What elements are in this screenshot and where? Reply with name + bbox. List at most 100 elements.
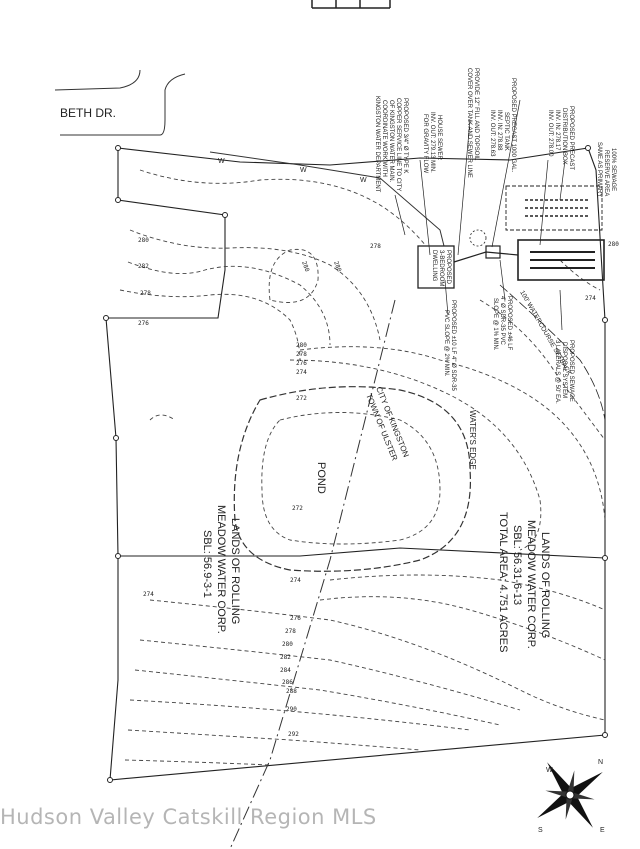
dwelling-line2: 3-BEDROOM [438,250,444,286]
svg-text:276: 276 [138,320,149,327]
svg-text:3 LATERALS @ 50' EA.: 3 LATERALS @ 50' EA. [554,340,560,404]
watercourse-setback-line [499,284,606,421]
svg-text:278: 278 [296,351,307,358]
pond-label: POND [315,462,327,494]
svg-text:280: 280 [296,342,307,349]
dwelling-line3: DWELLING [431,250,437,282]
compass-east: E [600,827,605,834]
svg-text:274: 274 [585,295,596,302]
svg-text:276: 276 [296,360,307,367]
svg-text:LANDS OF ROLLING: LANDS OF ROLLING [539,532,551,638]
scale-bar [311,0,391,9]
compass-west: W [546,767,553,774]
svg-text:TOTAL AREA: 4.751 ACRES: TOTAL AREA: 4.751 ACRES [497,512,509,652]
svg-text:LANDS OF ROLLING: LANDS OF ROLLING [229,518,241,624]
svg-text:HOUSE SEWER: HOUSE SEWER [436,115,442,161]
svg-text:280: 280 [138,237,149,244]
note-house-sewer: HOUSE SEWER INV. OUT: 279.13 MIN. FOR GR… [422,112,442,173]
watercourse-setback-label: 100' WATERCOURSE SETBACK [518,290,573,378]
water-service-line [209,151,446,251]
svg-text:PROPOSED ±10 LF 4" Ø SDR-35: PROPOSED ±10 LF 4" Ø SDR-35 [450,300,456,391]
svg-text:RESERVE AREA: RESERVE AREA [603,150,609,196]
street-label: BETH DR. [60,106,116,120]
contour-lines [119,169,606,766]
svg-text:OF KINGSTON WATER MAIN.: OF KINGSTON WATER MAIN. [388,100,394,183]
compass-rose [537,762,603,828]
svg-text:INV. OUT: 278.63: INV. OUT: 278.63 [489,110,495,157]
svg-text:272: 272 [296,395,307,402]
svg-text:SLOPE @ 1% MIN.: SLOPE @ 1% MIN. [492,298,498,351]
svg-text:274: 274 [143,591,154,598]
compass-south: S [538,827,543,834]
svg-text:FOR GRAVITY FLOW: FOR GRAVITY FLOW [422,114,428,173]
property-corners [103,145,608,783]
parcel-left-label: LANDS OF ROLLING MEADOW WATER CORP. SBL:… [201,505,241,634]
contour-labels: 278 280 280 280 282 278 276 280 278 276 … [138,237,619,738]
svg-text:MEADOW WATER CORP.: MEADOW WATER CORP. [525,520,537,649]
svg-text:278: 278 [140,290,151,297]
note-fill: PROVIDE 12" FILL AND TOPSOIL COVER OVER … [466,68,479,178]
note-leaders [394,99,566,331]
svg-text:282: 282 [138,263,149,270]
parcel-right-label: LANDS OF ROLLING MEADOW WATER CORP. SBL:… [497,512,551,652]
note-water-service: PROPOSED 3/4" Ø TYPE K COPPER SERVICE LI… [374,96,408,193]
svg-text:COPPER SERVICE LINE TO CITY: COPPER SERVICE LINE TO CITY [395,98,401,191]
svg-text:PROPOSED PRECAST 1000 GAL.: PROPOSED PRECAST 1000 GAL. [510,78,516,173]
note-distribution: PROPOSED PRECAST DISTRIBUTION BOX INV. I… [547,106,574,170]
svg-text:COVER OVER TANK AND SEWER LINE: COVER OVER TANK AND SEWER LINE [466,68,472,178]
svg-text:282: 282 [280,654,291,661]
svg-text:4" Ø SDR-35 PVC: 4" Ø SDR-35 PVC [499,296,505,345]
svg-text:276: 276 [290,615,301,622]
svg-text:PROVIDE 12" FILL AND TOPSOIL: PROVIDE 12" FILL AND TOPSOIL [473,68,479,161]
svg-text:PROPOSED SEWAGE: PROPOSED SEWAGE [568,340,574,402]
svg-text:PROPOSED ±46 LF: PROPOSED ±46 LF [506,296,512,351]
svg-text:INV. OUT: 278.00: INV. OUT: 278.00 [547,110,553,157]
septic-system [453,185,605,281]
water-line-symbol: W [218,158,225,165]
svg-text:280: 280 [300,260,310,273]
svg-text:SEPTIC TANK: SEPTIC TANK [503,112,509,151]
svg-text:280: 280 [332,260,342,273]
svg-text:278: 278 [285,628,296,635]
property-boundary [105,147,606,781]
svg-text:278: 278 [370,243,381,250]
svg-text:286: 286 [282,679,293,686]
note-septic: PROPOSED PRECAST 1000 GAL. SEPTIC TANK I… [489,78,516,173]
svg-text:DISTRIBUTION BOX: DISTRIBUTION BOX [561,108,567,165]
proposed-dwelling [417,245,455,289]
svg-text:280: 280 [282,641,293,648]
svg-text:272: 272 [292,505,303,512]
svg-text:MEADOW WATER CORP.: MEADOW WATER CORP. [215,505,227,634]
compass-north: N [598,759,603,766]
svg-text:DISPOSAL SYSTEM: DISPOSAL SYSTEM [561,342,567,398]
svg-text:290: 290 [286,706,297,713]
svg-text:274: 274 [296,369,307,376]
note-reserve: 100% SEWAGE RESERVE AREA SAME AS PRIMARY [596,142,616,197]
municipal-boundary [229,299,396,849]
svg-text:288: 288 [286,688,297,695]
pond-inner-contour [261,412,441,545]
mls-watermark: Hudson Valley Catskill Region MLS [0,805,377,829]
svg-text:284: 284 [280,667,291,674]
water-edge-label: WATER'S EDGE [468,410,477,470]
water-line-symbol: W [360,177,367,184]
svg-text:280: 280 [608,241,619,248]
svg-text:SBL: 56.9-3-1: SBL: 56.9-3-1 [201,530,213,598]
road-beth-dr [54,69,186,136]
pond-outline [233,386,472,572]
svg-text:SBL: 56.31-6-13: SBL: 56.31-6-13 [511,525,523,605]
note-disposal: PROPOSED SEWAGE DISPOSAL SYSTEM 3 LATERA… [554,340,574,404]
svg-text:100% SEWAGE: 100% SEWAGE [610,148,616,191]
svg-text:PVC SLOPE @ 2% MIN.: PVC SLOPE @ 2% MIN. [443,310,449,377]
dwelling-line1: PROPOSED [445,250,451,285]
note-pvc-upper: PROPOSED ±46 LF 4" Ø SDR-35 PVC SLOPE @ … [492,296,512,351]
svg-text:COORDINATE WORK WITH: COORDINATE WORK WITH [381,100,387,177]
note-pvc-lower: PROPOSED ±10 LF 4" Ø SDR-35 PVC SLOPE @ … [443,300,456,391]
svg-text:INV. OUT: 279.13 MIN.: INV. OUT: 279.13 MIN. [429,112,435,173]
svg-text:PROPOSED 3/4" Ø TYPE K: PROPOSED 3/4" Ø TYPE K [402,98,408,173]
svg-text:292: 292 [288,731,299,738]
svg-text:274: 274 [290,577,301,584]
svg-text:SAME AS PRIMARY: SAME AS PRIMARY [596,142,602,197]
water-line-symbol: W [300,167,307,174]
